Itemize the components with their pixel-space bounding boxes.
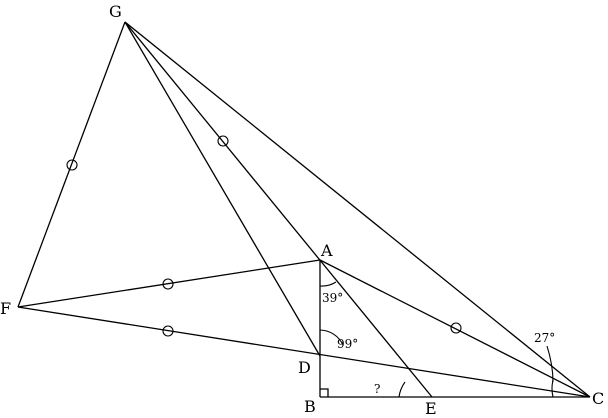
angle-arc-A: [319, 281, 337, 287]
point-label-C: C: [592, 389, 604, 408]
segment-GF: [17, 21, 126, 308]
angle-arc-E: [398, 381, 406, 398]
point-label-D: D: [298, 358, 311, 377]
right-angle-marker: [320, 388, 329, 397]
angle-label-C: 27°: [534, 331, 555, 345]
segment-GD: [124, 21, 321, 357]
angle-label-A: 39°: [322, 291, 343, 305]
angle-label-E: ?: [374, 382, 380, 396]
point-label-E: E: [425, 399, 437, 418]
point-label-A: A: [320, 241, 333, 260]
angle-arc-C: [551, 379, 554, 398]
equal-mark-FD: [162, 325, 174, 337]
equal-mark-GF: [66, 159, 78, 171]
point-label-B: B: [304, 397, 316, 416]
segment-GE: [124, 21, 433, 398]
equal-mark-GE: [217, 135, 229, 147]
point-label-F: F: [0, 299, 11, 318]
segment-FC: [17, 306, 591, 398]
segment-GC: [124, 21, 591, 398]
point-label-G: G: [109, 2, 122, 21]
angle-leader-C: [546, 345, 554, 383]
segment-FA: [17, 259, 321, 308]
angle-arc-D: [319, 329, 344, 346]
equal-mark-FA: [162, 278, 174, 290]
equal-mark-AC: [450, 322, 462, 334]
segment-AC: [319, 259, 591, 398]
angle-label-D: 99°: [337, 337, 358, 351]
